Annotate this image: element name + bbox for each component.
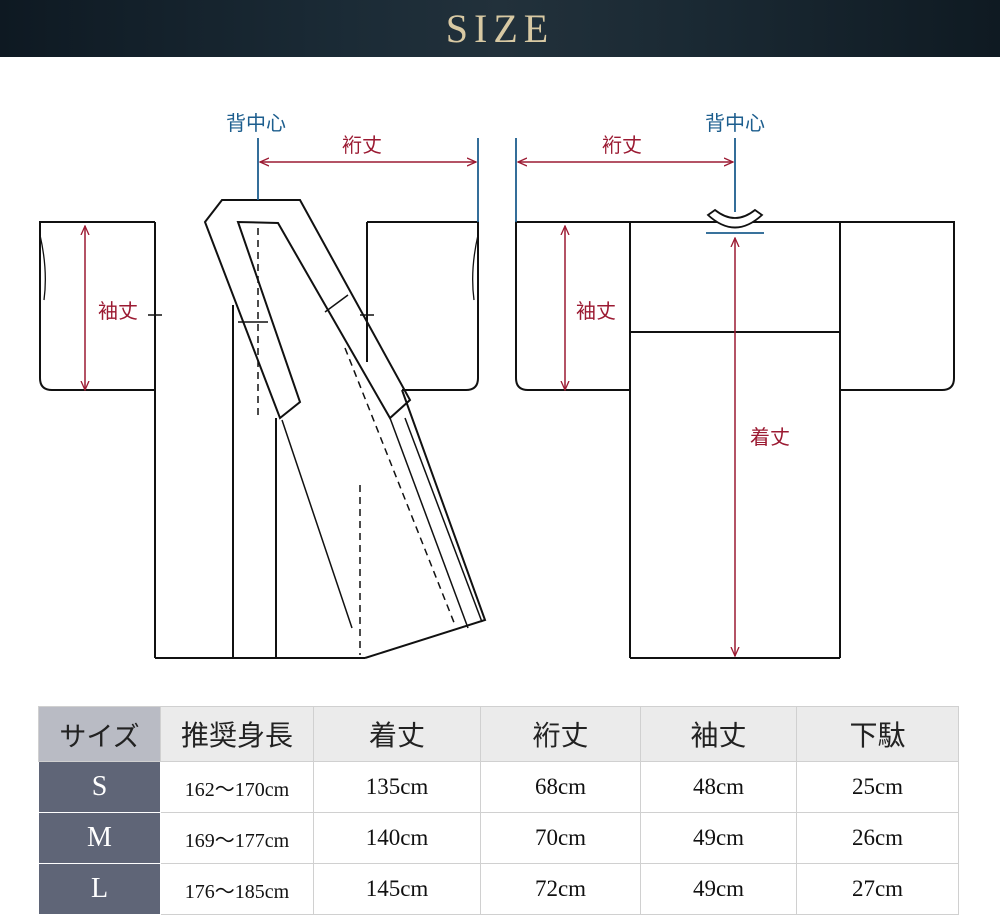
- header-banner: SIZE: [0, 0, 1000, 57]
- length-cell: 140cm: [313, 812, 481, 864]
- kimono-size-diagram: 背中心 裄丈 袖丈 背中心 裄丈 袖丈 着丈: [39, 111, 955, 659]
- back-kimono: [515, 208, 955, 659]
- front-collar: [203, 199, 412, 420]
- back-center-label: 背中心: [705, 111, 765, 135]
- back-sleeve-label: 袖丈: [576, 299, 616, 323]
- sleeve-cell: 49cm: [640, 812, 797, 864]
- height-cell: 176〜185cm: [160, 863, 314, 915]
- back-right-sleeve: [840, 221, 955, 391]
- back-collar: [706, 208, 764, 229]
- size-cell: S: [38, 761, 161, 813]
- header-length: 着丈: [313, 706, 481, 762]
- yuki-cell: 72cm: [480, 863, 641, 915]
- back-left-sleeve: [515, 221, 630, 391]
- geta-cell: 27cm: [796, 863, 959, 915]
- height-cell: 162〜170cm: [160, 761, 314, 813]
- geta-cell: 25cm: [796, 761, 959, 813]
- size-table: サイズ 推奨身長 着丈 裄丈 袖丈 下駄 S 162〜170cm 135cm 6…: [38, 706, 959, 915]
- header-sleeve: 袖丈: [640, 706, 797, 762]
- back-yuki-label: 裄丈: [602, 133, 642, 157]
- page-title: SIZE: [445, 6, 555, 51]
- front-kimono: [39, 199, 487, 659]
- header-yuki: 裄丈: [480, 706, 641, 762]
- yuki-cell: 70cm: [480, 812, 641, 864]
- yuki-cell: 68cm: [480, 761, 641, 813]
- sleeve-cell: 48cm: [640, 761, 797, 813]
- table-row: S 162〜170cm 135cm 68cm 48cm 25cm: [38, 761, 959, 813]
- table-row: L 176〜185cm 145cm 72cm 49cm 27cm: [38, 863, 959, 915]
- height-cell: 169〜177cm: [160, 812, 314, 864]
- sleeve-cell: 49cm: [640, 863, 797, 915]
- header-recommended-height: 推奨身長: [160, 706, 314, 762]
- front-sleeve-label: 袖丈: [98, 299, 138, 323]
- header-geta: 下駄: [796, 706, 959, 762]
- length-cell: 135cm: [313, 761, 481, 813]
- length-cell: 145cm: [313, 863, 481, 915]
- front-right-sleeve: [367, 221, 479, 391]
- size-cell: M: [38, 812, 161, 864]
- front-yuki-label: 裄丈: [342, 133, 382, 157]
- size-cell: L: [38, 863, 161, 915]
- front-left-sleeve: [39, 221, 155, 391]
- table-row: M 169〜177cm 140cm 70cm 49cm 26cm: [38, 812, 959, 864]
- header-size: サイズ: [38, 706, 161, 762]
- front-center-label: 背中心: [226, 111, 286, 135]
- size-table-header-row: サイズ 推奨身長 着丈 裄丈 袖丈 下駄: [38, 706, 959, 762]
- geta-cell: 26cm: [796, 812, 959, 864]
- back-length-label: 着丈: [750, 425, 790, 449]
